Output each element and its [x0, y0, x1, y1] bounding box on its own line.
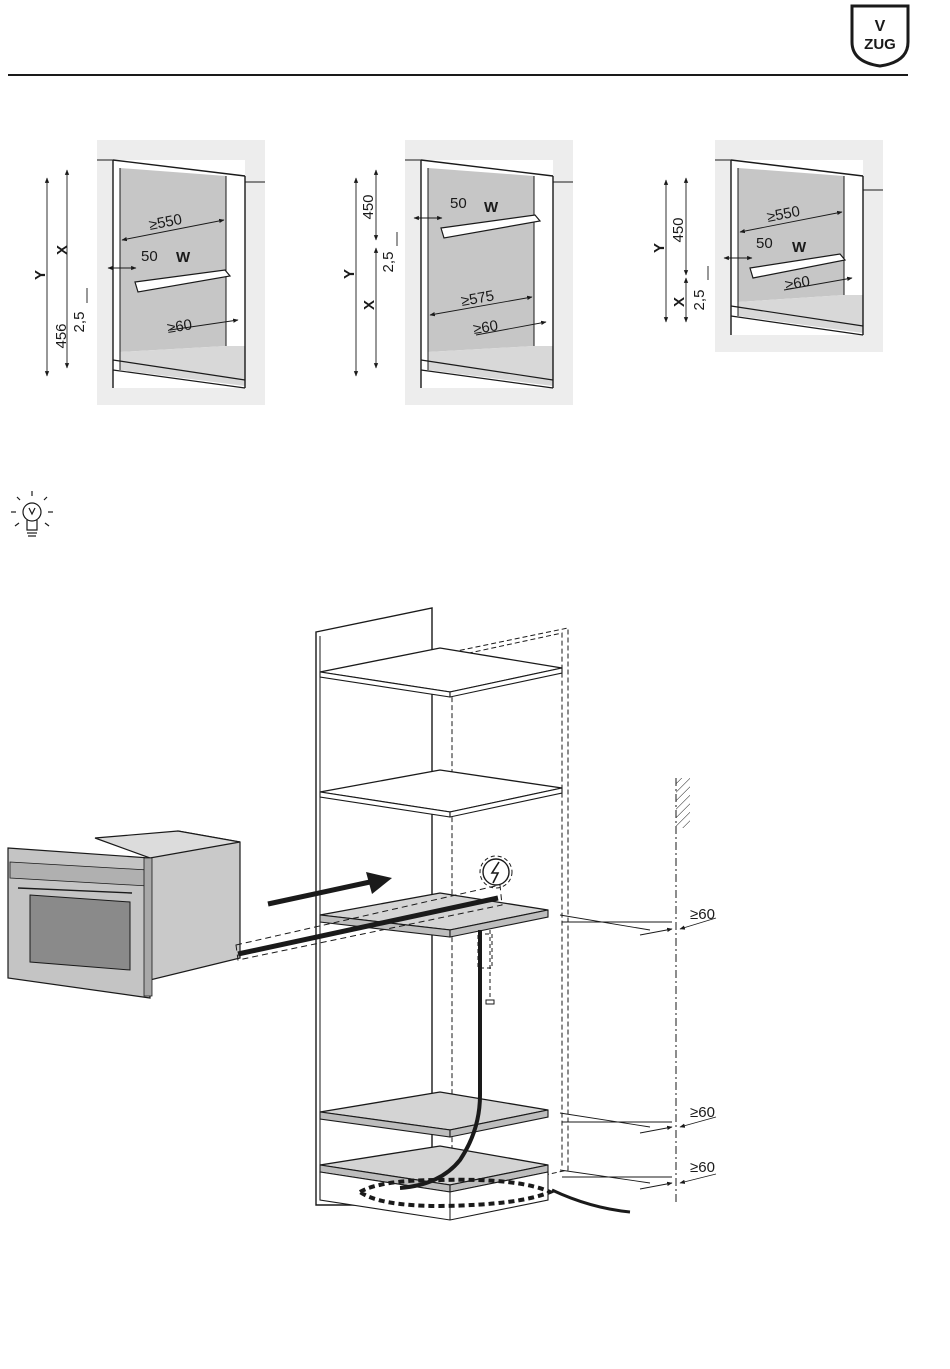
clearance-label-middle: ≥60	[690, 1104, 715, 1121]
gap-label: 2,5	[380, 252, 397, 273]
top-height-label: 450	[670, 217, 687, 242]
logo-letter-v: V	[875, 18, 886, 35]
lightbulb-icon	[11, 491, 53, 536]
cable-outlet	[552, 1190, 630, 1212]
zug-logo-icon: V ZUG	[852, 6, 908, 66]
niche-diagram-c: ≥550 450 Y 50 W ≥60 X 2,5	[651, 140, 883, 352]
x-label: X	[671, 297, 688, 307]
logo-word-zug: ZUG	[864, 36, 896, 53]
depth-label: 50	[756, 235, 773, 252]
niche-diagram-a: ≥550 50 W X Y 2,5 456 ≥60	[32, 140, 265, 405]
gap-label: 2,5	[691, 290, 708, 311]
w-label: W	[484, 199, 499, 216]
top-height-label: 450	[360, 194, 377, 219]
w-label: W	[792, 239, 807, 256]
clearance-label-bottom: ≥60	[690, 1159, 715, 1176]
depth-label: 50	[450, 195, 467, 212]
wall-hatching	[676, 778, 690, 828]
x-label: X	[54, 245, 71, 255]
w-label: W	[176, 249, 191, 266]
x-label: X	[361, 300, 378, 310]
installation-illustration: ≥60 ≥60 ≥60	[8, 608, 716, 1220]
depth-label: 50	[141, 248, 158, 265]
y-label: Y	[651, 243, 668, 253]
niche-diagram-b: 50 W 450 2,5 Y X ≥575 ≥60	[341, 140, 573, 405]
y-label: Y	[341, 269, 358, 279]
clearance-label-top: ≥60	[690, 906, 715, 923]
bottom-height-label: 456	[53, 323, 70, 348]
electrical-hazard-icon	[480, 856, 512, 888]
gap-label: 2,5	[71, 312, 88, 333]
y-label: Y	[32, 270, 49, 280]
oven-window	[30, 895, 130, 970]
